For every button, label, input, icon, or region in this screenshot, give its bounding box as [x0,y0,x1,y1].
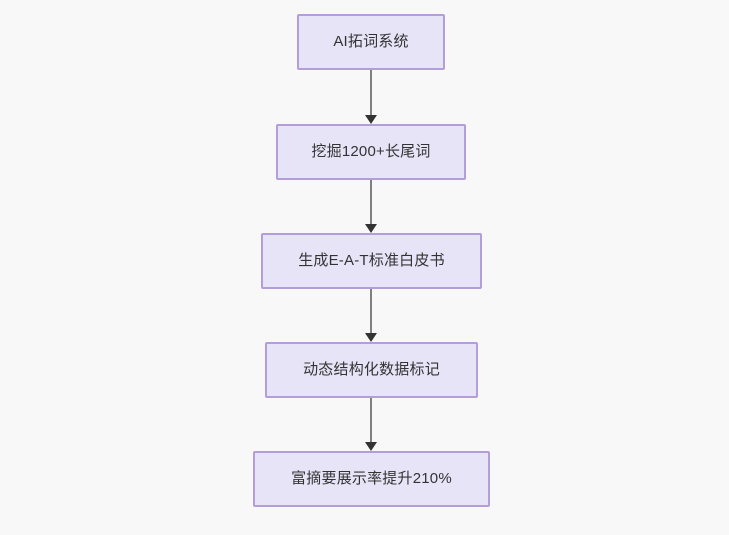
flow-node-mine-longtail-keywords[interactable]: 挖掘1200+长尾词 [276,124,466,180]
flow-node-generate-eat-whitepaper[interactable]: 生成E-A-T标准白皮书 [261,233,482,289]
arrowhead-icon [365,442,377,451]
edge-line [370,398,372,443]
edge-line [370,70,372,116]
flow-node-rich-snippet-impression-lift[interactable]: 富摘要展示率提升210% [253,451,490,507]
flow-node-label: 富摘要展示率提升210% [291,470,452,487]
edge-line [370,180,372,225]
flow-node-label: AI拓词系统 [333,33,409,50]
flow-node-dynamic-structured-data-markup[interactable]: 动态结构化数据标记 [265,342,478,398]
flow-node-label: 挖掘1200+长尾词 [311,143,431,160]
flow-node-label: 生成E-A-T标准白皮书 [298,252,445,269]
edge-n4-n5 [365,398,377,451]
arrowhead-icon [365,333,377,342]
flow-node-label: 动态结构化数据标记 [303,361,440,378]
arrowhead-icon [365,224,377,233]
edge-n2-n3 [365,180,377,233]
edge-line [370,289,372,334]
edge-n3-n4 [365,289,377,342]
flow-node-ai-keyword-system[interactable]: AI拓词系统 [297,14,445,70]
arrowhead-icon [365,115,377,124]
edge-n1-n2 [365,70,377,124]
